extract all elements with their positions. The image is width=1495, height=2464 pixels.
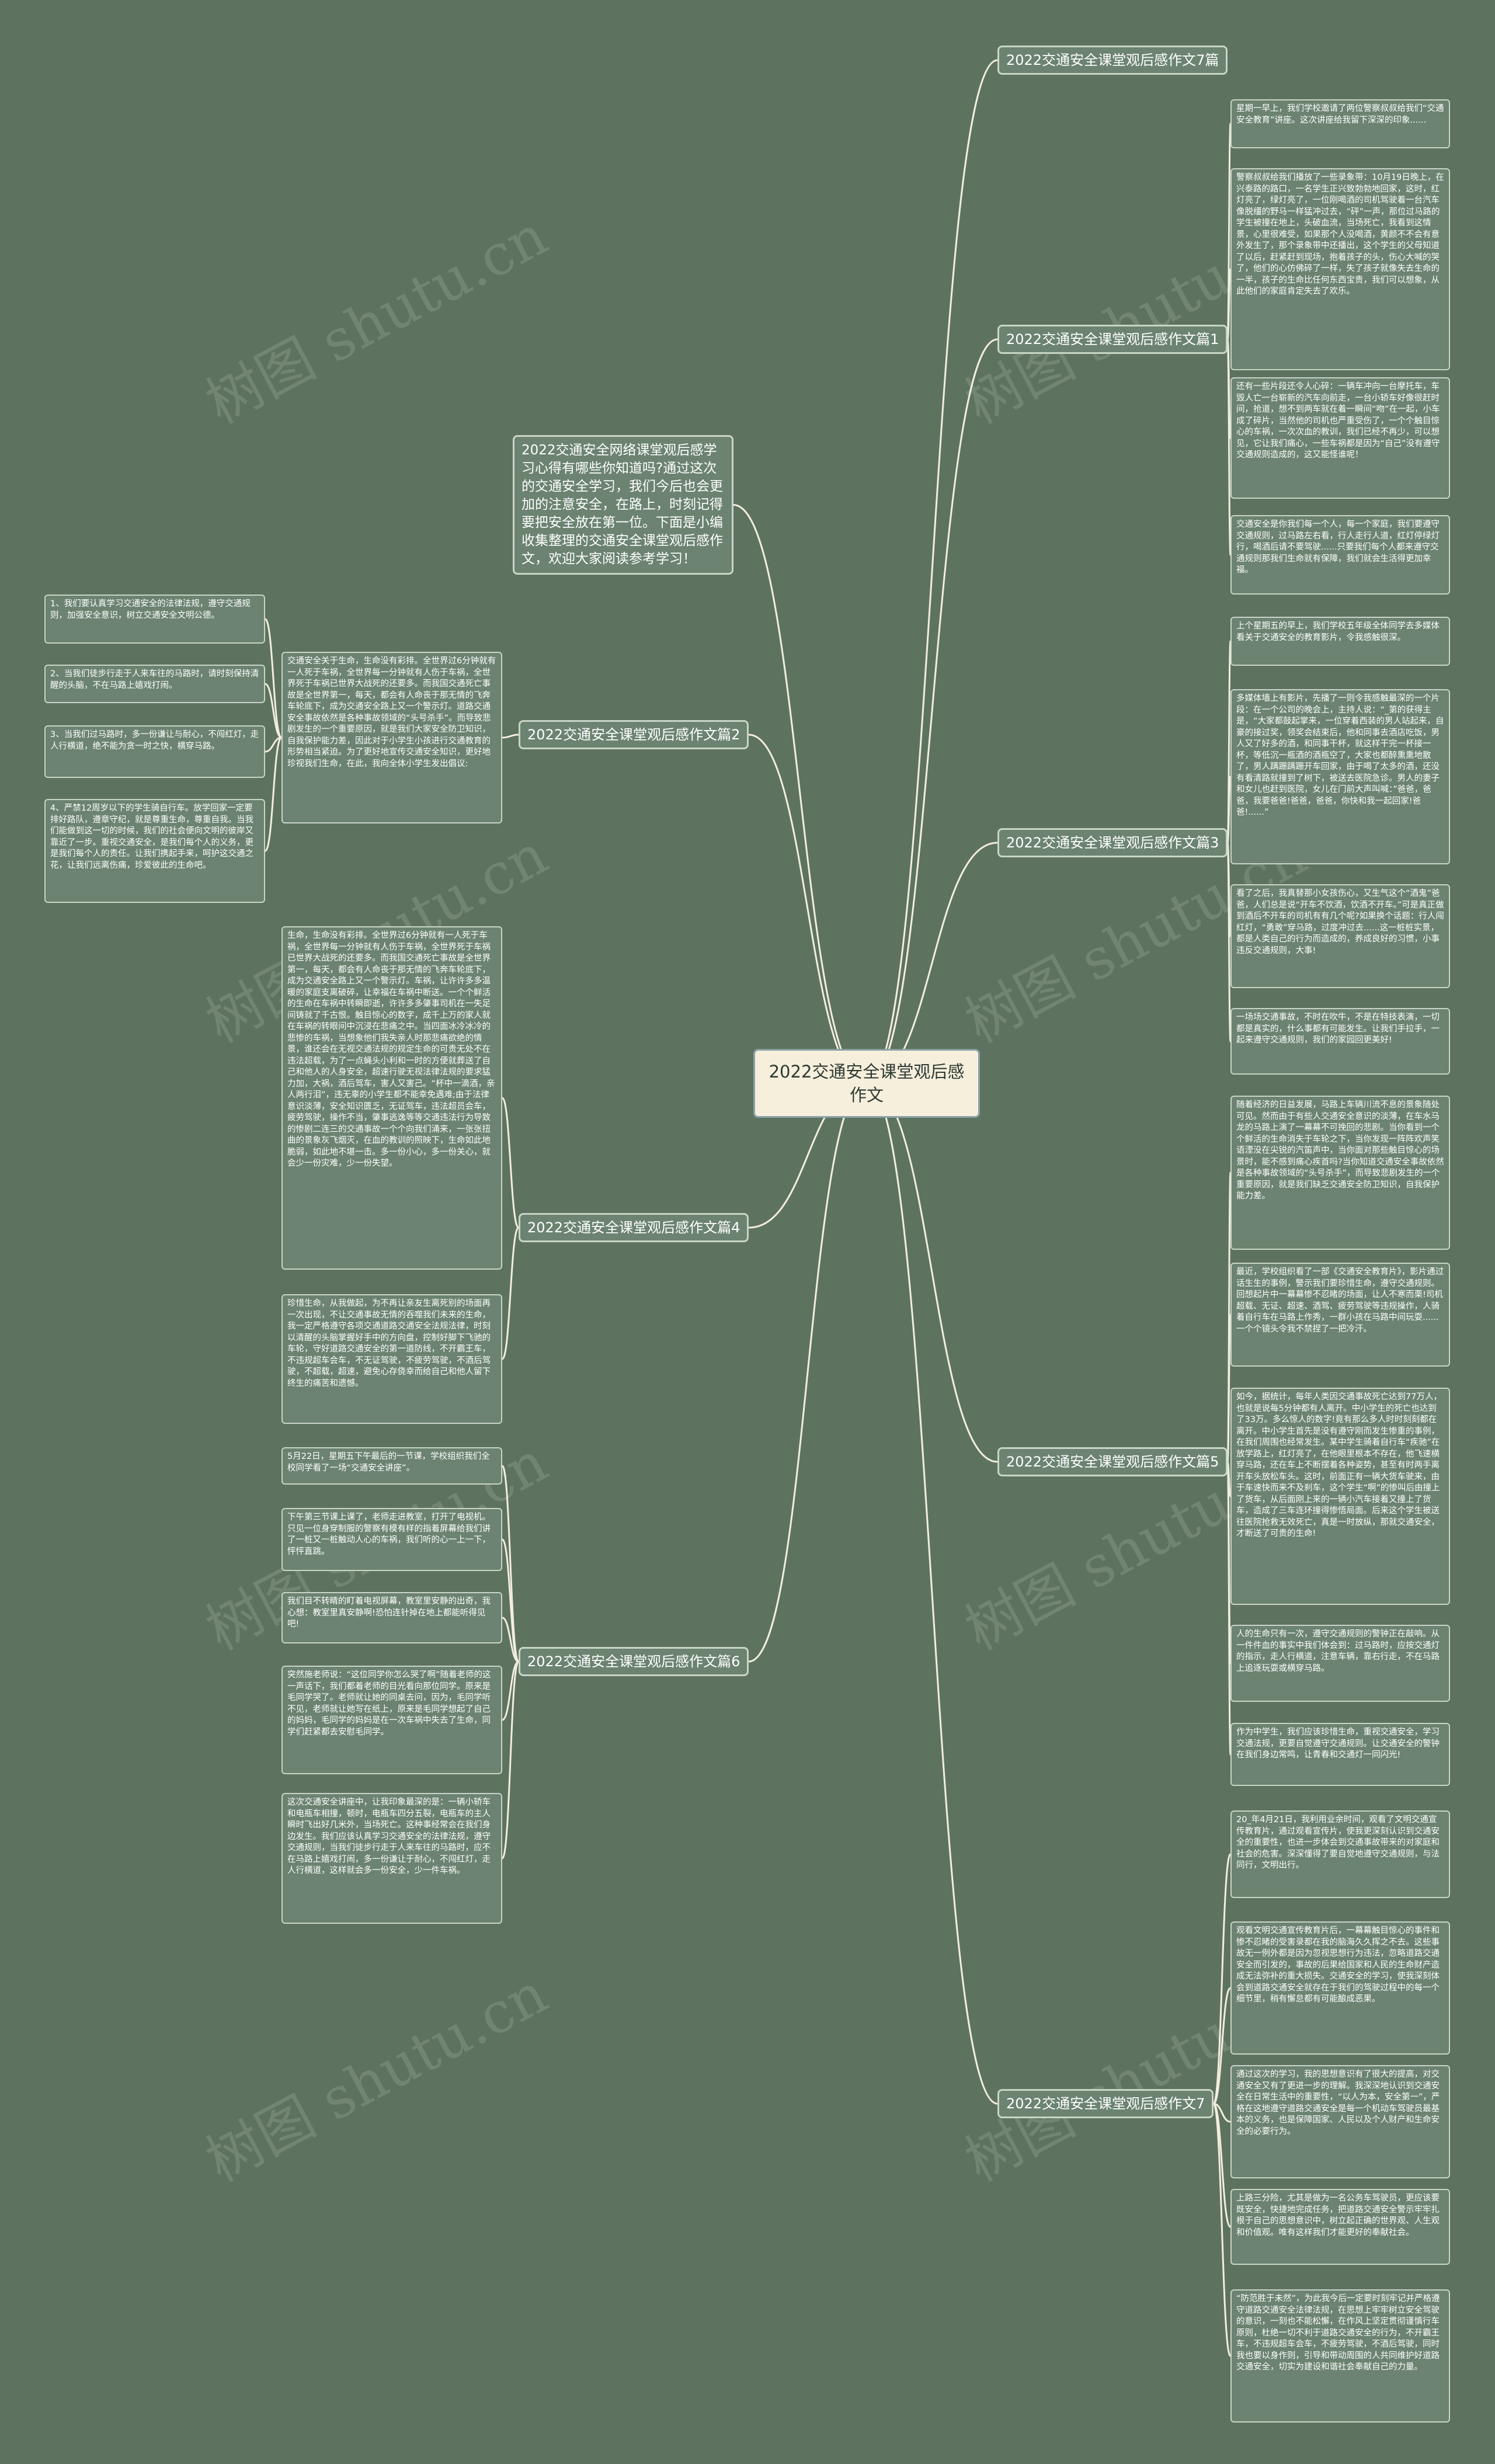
leaf-essay-6-p3[interactable]: 我们目不转睛的盯着电视屏幕，教室里安静的出奇，我心想：教室里真安静啊!恐怕连针掉…: [281, 1592, 502, 1643]
edge-leaf-essay-6-p4: [502, 1660, 519, 1721]
edge-center-branch-essay-6: [748, 1082, 867, 1663]
branch-overview[interactable]: 2022交通安全课堂观后感作文7篇: [997, 46, 1228, 75]
leaf-essay-1-p4[interactable]: 交通安全是你我们每一个人，每一个家庭，我们要遵守交通规则，过马路左右看，行人走行…: [1230, 515, 1450, 595]
branch-essay-5[interactable]: 2022交通安全课堂观后感作文篇5: [997, 1447, 1228, 1476]
edge-center-branch-essay-2: [748, 734, 867, 1085]
center-topic[interactable]: 2022交通安全课堂观后感作文: [753, 1049, 980, 1118]
edge-leaf-essay-4-p2: [501, 1226, 520, 1360]
leaf-essay-5-p4[interactable]: 人的生命只有一次，遵守交通规则的警钟正在敲响。从一件件血的事实中我们体会到：过马…: [1230, 1625, 1450, 1702]
leaf-essay-3-p4[interactable]: 一场场交通事故，不时在吹牛，不是在特技表演，一切都是真实的，什么事都有可能发生。…: [1230, 1008, 1450, 1075]
leaf-essay-5-p5[interactable]: 作为中学生，我们应该珍惜生命，重视交通安全，学习交通法规，更要自觉遵守交通规则。…: [1230, 1723, 1450, 1786]
leaf-essay-2-item2[interactable]: 2、当我们徒步行走于人来车往的马路时，请时刻保持清醒的头脑，不在马路上嬉戏打闹。: [44, 665, 265, 703]
leaf-essay-7-p3[interactable]: 通过这次的学习，我的思想意识有了很大的提高，对交通安全又有了更进一步的理解。我深…: [1230, 2065, 1450, 2178]
edge-leaf-essay-4-p1: [501, 1097, 520, 1229]
edge-leaf-essay-2-item4: [264, 736, 283, 852]
branch-essay-2[interactable]: 2022交通安全课堂观后感作文篇2: [519, 720, 749, 749]
leaf-essay-6-p4[interactable]: 突然施老师说：“这位同学你怎么哭了啊”随着老师的这一声话下，我们都着老师的目光看…: [281, 1666, 502, 1774]
leaf-essay-6-p5[interactable]: 这次交通安全讲座中，让我印象最深的是：一辆小轿车和电瓶车相撞，顿时，电瓶车四分五…: [281, 1793, 502, 1924]
edge-leaf-essay-6-p1: [501, 1465, 520, 1663]
leaf-essay-6-p1[interactable]: 5月22日，星期五下午最后的一节课，学校组织我们全校同学看了一场“交通安全讲座”…: [281, 1447, 502, 1485]
leaf-essay-3-p3[interactable]: 看了之后，我真替那小女孩伤心，又生气这个“酒鬼”爸爸，人们总是说“开车不饮酒，饮…: [1230, 884, 1450, 988]
edge-center-branch-overview: [866, 59, 998, 1085]
edge-leaf-essay-1-p4: [1226, 338, 1232, 556]
edge-center-branch-essay-1: [866, 338, 998, 1085]
edge-leaf-essay-2-item2: [265, 683, 282, 739]
edge-leaf-essay-7-p2: [1212, 1987, 1232, 2105]
branch-essay-1[interactable]: 2022交通安全课堂观后感作文篇1: [997, 325, 1228, 354]
leaf-essay-2-item4[interactable]: 4、严禁12周岁以下的学生骑自行车。放学回家一定要排好路队，遵章守纪，就是尊重生…: [44, 799, 265, 903]
leaf-essay-7-p5[interactable]: “防范胜于未然”，为此我今后一定要时刻牢记并严格遵守道路交通安全法律法规，在思想…: [1230, 2289, 1450, 2423]
leaf-essay-1-p1[interactable]: 星期一早上，我们学校邀请了两位警察叔叔给我们“交通安全教育”讲座。这次讲座给我留…: [1230, 99, 1450, 148]
intro-node[interactable]: 2022交通安全网络课堂观后感学习心得有哪些你知道吗?通过这次的交通安全学习，我…: [513, 435, 733, 575]
edge-leaf-essay-6-p3: [502, 1617, 519, 1663]
leaf-essay-7-p1[interactable]: 20_年4月21日，我利用业余时间，观看了文明交通宣传教育片，通过观看宣传片，使…: [1230, 1810, 1450, 1898]
edge-center-branch-essay-5: [866, 1082, 998, 1463]
leaf-essay-3-p2[interactable]: 多媒体墙上有影片，先播了一则令我感触最深的一个片段：在一个公司的晚会上，主持人说…: [1230, 689, 1450, 864]
leaf-essay-2-item1[interactable]: 1、我们要认真学习交通安全的法律法规，遵守交通规则，加强安全意识，树立交通安全文…: [44, 595, 265, 644]
edge-leaf-essay-2-main: [502, 734, 519, 739]
branch-essay-3[interactable]: 2022交通安全课堂观后感作文篇3: [997, 828, 1228, 857]
edge-leaf-essay-7-p1: [1212, 1853, 1232, 2105]
leaf-essay-4-p1[interactable]: 生命，生命没有彩排。全世界过6分钟就有一人死于车祸，全世界每一分钟就有人伤于车祸…: [281, 926, 502, 1270]
leaf-essay-7-p2[interactable]: 观看文明交通宣传教育片后，一幕幕触目惊心的事件和惨不忍睹的受害录都在我的脑海久久…: [1230, 1921, 1450, 2055]
leaf-essay-5-p3[interactable]: 如今，据统计，每年人类因交通事故死亡达到77万人，也就是说每5分钟都有人离开。中…: [1230, 1388, 1450, 1605]
edge-leaf-essay-5-p2: [1226, 1313, 1232, 1463]
edge-leaf-essay-2-item3: [265, 736, 282, 753]
leaf-essay-4-p2[interactable]: 珍惜生命，从我做起，为不再让亲友生离死别的场面再一次出现，不让交通事故无情的吞噬…: [281, 1294, 502, 1424]
leaf-essay-1-p2[interactable]: 警察叔叔给我们播放了一些录象带：10月19日晚上，在兴泰路的路口，一名学生正兴致…: [1230, 168, 1450, 370]
edge-leaf-essay-7-p3: [1213, 2102, 1231, 2123]
branch-essay-7[interactable]: 2022交通安全课堂观后感作文7: [997, 2089, 1214, 2118]
branch-essay-4[interactable]: 2022交通安全课堂观后感作文篇4: [519, 1213, 749, 1242]
branch-essay-6[interactable]: 2022交通安全课堂观后感作文篇6: [519, 1647, 749, 1676]
edge-center-intro-node: [733, 504, 867, 1085]
edge-leaf-essay-3-p4: [1226, 842, 1232, 1042]
leaf-essay-5-p2[interactable]: 最近，学校组织看了一部《交通安全教育片》，影片通过话生生的事例，警示我们要珍惜生…: [1230, 1263, 1450, 1367]
edge-leaf-essay-7-p5: [1212, 2102, 1232, 2357]
edge-center-branch-essay-7: [866, 1082, 998, 2105]
leaf-essay-7-p4[interactable]: 上路三分险，尤其是做为一名公务车驾驶员，更应该要既安全，快捷地完成任务，把道路交…: [1230, 2189, 1450, 2265]
leaf-essay-3-p1[interactable]: 上个星期五的早上，我们学校五年级全体同学去多媒体看关于交通安全的教育影片，令我感…: [1230, 617, 1450, 666]
edge-leaf-essay-6-p2: [501, 1538, 520, 1663]
leaf-essay-6-p2[interactable]: 下午第三节课上课了，老师走进教室，打开了电视机。只见一位身穿制服的警察有模有样的…: [281, 1508, 502, 1571]
edge-leaf-essay-1-p2: [1226, 268, 1232, 340]
leaf-essay-2-item3[interactable]: 3、当我们过马路时，多一份谦让与耐心，不闯红灯，走人行横道，绝不能为贪一时之快，…: [44, 725, 265, 778]
edge-leaf-essay-3-p2: [1226, 776, 1232, 844]
leaf-essay-5-p1[interactable]: 随着经济的日益发展，马路上车辆川流不息的景象随处可见。然而由于有些人交通安全意识…: [1230, 1096, 1450, 1250]
edge-leaf-essay-2-item1: [264, 618, 283, 739]
leaf-essay-2-main[interactable]: 交通安全关于生命，生命没有彩排。全世界过6分钟就有一人死于车祸，全世界每一分钟就…: [281, 652, 502, 823]
leaf-essay-1-p3[interactable]: 还有一些片段还令人心碎：一辆车冲向一台摩托车，车毁人亡一台崭新的汽车向前走，一台…: [1230, 377, 1450, 499]
edge-leaf-essay-6-p5: [501, 1660, 520, 1860]
edge-leaf-essay-5-p5: [1226, 1461, 1232, 1756]
